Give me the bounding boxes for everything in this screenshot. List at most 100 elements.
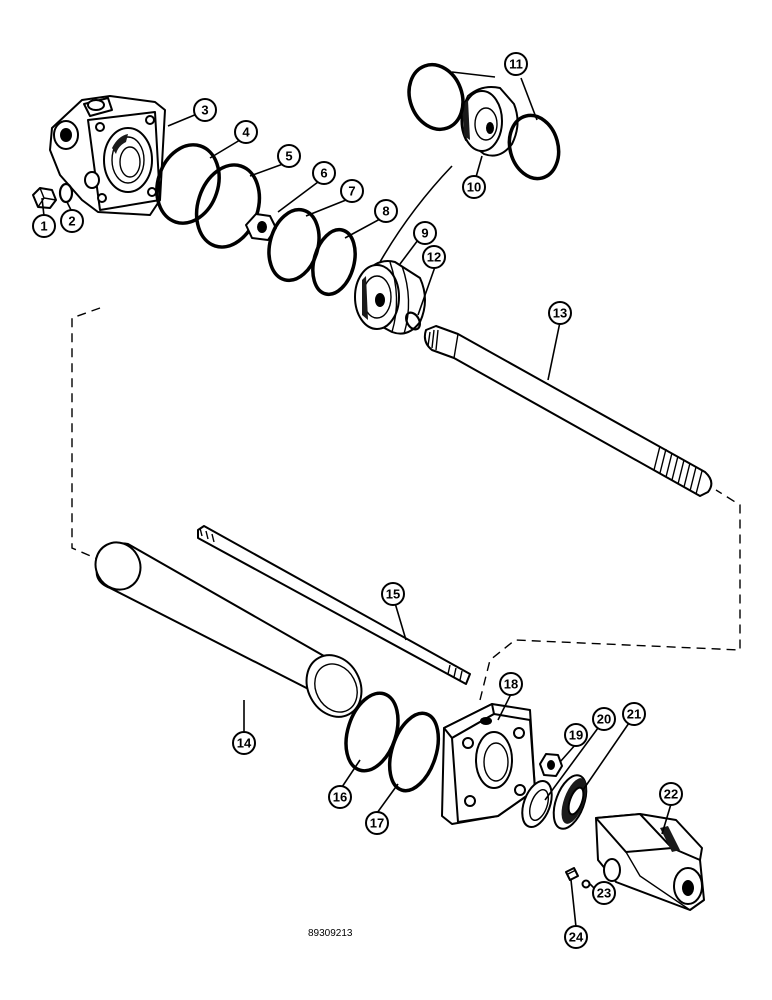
callout-label-24: 24 [569, 930, 584, 945]
part-9-piston [354, 260, 426, 335]
callout-3: 3 [193, 98, 217, 122]
callout-circle-20 [592, 707, 616, 731]
callout-circle-18 [499, 672, 523, 696]
part-17-backup-ring [387, 711, 441, 793]
part-10-piston-seal [460, 86, 519, 157]
callout-label-2: 2 [68, 214, 75, 229]
callout-19: 19 [564, 723, 588, 747]
callout-label-1: 1 [40, 219, 47, 234]
callout-circle-22 [659, 782, 683, 806]
callout-22: 22 [659, 782, 683, 806]
callout-label-5: 5 [285, 149, 292, 164]
callout-label-20: 20 [597, 712, 611, 727]
part-19-nut [539, 753, 563, 777]
callout-11: 11 [504, 52, 528, 76]
callout-label-16: 16 [333, 790, 347, 805]
callout-14: 14 [232, 731, 256, 755]
callout-circle-15 [381, 582, 405, 606]
callout-circle-2 [60, 209, 84, 233]
callout-9: 9 [413, 221, 437, 245]
part-23-ball [581, 879, 591, 889]
callout-label-17: 17 [370, 816, 384, 831]
callout-circle-14 [232, 731, 256, 755]
callout-23: 23 [592, 881, 616, 905]
leader-lines [41, 71, 672, 928]
callout-circle-24 [564, 925, 588, 949]
callout-circle-13 [548, 301, 572, 325]
part-2-oring [58, 182, 74, 204]
part-24-set-screw [565, 867, 579, 881]
callout-circle-6 [312, 161, 336, 185]
callout-circle-7 [340, 179, 364, 203]
callout-label-13: 13 [553, 306, 567, 321]
callout-circle-11 [504, 52, 528, 76]
part-22-clevis [595, 813, 705, 911]
callout-label-21: 21 [627, 707, 641, 722]
callout-label-19: 19 [569, 728, 583, 743]
callout-1: 1 [32, 214, 56, 238]
assembly-dashed-line [71, 307, 741, 701]
callout-label-10: 10 [467, 180, 481, 195]
callout-label-6: 6 [320, 166, 327, 181]
part-14-barrel [94, 541, 363, 718]
callout-20: 20 [592, 707, 616, 731]
part-20-seal [521, 780, 553, 828]
part-21-wiper [552, 774, 588, 830]
callout-16: 16 [328, 785, 352, 809]
callout-circle-19 [564, 723, 588, 747]
part-13-piston-rod [423, 325, 713, 497]
callout-label-11: 11 [509, 57, 523, 72]
part-5-oring [194, 163, 262, 249]
callout-label-4: 4 [242, 125, 250, 140]
callout-2: 2 [60, 209, 84, 233]
part-18-rod-end-head [441, 703, 536, 825]
callout-circle-16 [328, 785, 352, 809]
callout-21: 21 [622, 702, 646, 726]
callout-18: 18 [499, 672, 523, 696]
part-12-oring [405, 311, 421, 331]
callout-4: 4 [234, 120, 258, 144]
part-11-wear-ring-right [507, 113, 561, 181]
callout-10: 10 [462, 175, 486, 199]
callout-label-9: 9 [421, 226, 428, 241]
callout-circle-12 [422, 245, 446, 269]
callout-5: 5 [277, 144, 301, 168]
callout-label-14: 14 [237, 736, 252, 751]
piston-to-seal-arrow [379, 165, 453, 263]
part-8-oring [311, 227, 357, 297]
callout-circle-10 [462, 175, 486, 199]
callout-12: 12 [422, 245, 446, 269]
part-1-plug [32, 187, 57, 209]
callout-label-8: 8 [382, 204, 389, 219]
callout-circle-17 [365, 811, 389, 835]
callout-7: 7 [340, 179, 364, 203]
callout-label-3: 3 [201, 103, 208, 118]
part-11-wear-ring-left [407, 62, 465, 132]
callout-circle-21 [622, 702, 646, 726]
callout-6: 6 [312, 161, 336, 185]
callout-circle-1 [32, 214, 56, 238]
callout-circle-9 [413, 221, 437, 245]
callout-label-18: 18 [504, 677, 518, 692]
callout-15: 15 [381, 582, 405, 606]
callout-circle-8 [374, 199, 398, 223]
callout-17: 17 [365, 811, 389, 835]
part-15-tie-rod [197, 525, 471, 685]
callout-label-7: 7 [348, 184, 355, 199]
callout-circle-3 [193, 98, 217, 122]
callout-label-15: 15 [386, 587, 400, 602]
callout-13: 13 [548, 301, 572, 325]
callout-24: 24 [564, 925, 588, 949]
reference-number: 89309213 [308, 928, 353, 939]
callout-circle-5 [277, 144, 301, 168]
callout-8: 8 [374, 199, 398, 223]
callout-label-12: 12 [427, 250, 441, 265]
callout-circle-4 [234, 120, 258, 144]
callout-label-23: 23 [597, 886, 611, 901]
callout-label-22: 22 [664, 787, 678, 802]
part-4-backup-ring [155, 143, 221, 225]
part-3-cylinder-head [49, 95, 166, 216]
